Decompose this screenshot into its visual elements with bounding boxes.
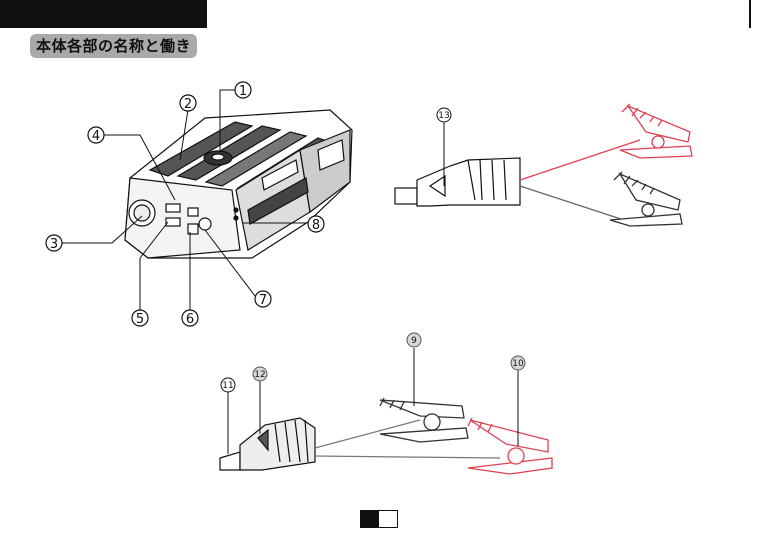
svg-text:2: 2 [184, 97, 192, 112]
cable-assembly-bottom [220, 348, 552, 474]
svg-text:13: 13 [438, 111, 449, 121]
callout-4: 4 [88, 127, 104, 144]
svg-text:6: 6 [186, 312, 194, 327]
page-indicator-dark [361, 511, 379, 527]
callout-9: 9 [407, 333, 421, 347]
page-indicator-light [379, 511, 397, 527]
svg-text:8: 8 [312, 218, 320, 233]
svg-text:9: 9 [411, 336, 417, 346]
red-cable-bottom-lead [315, 456, 500, 458]
svg-text:10: 10 [512, 359, 524, 369]
red-clamp-top [620, 104, 692, 158]
red-cable [520, 140, 640, 180]
svg-text:11: 11 [222, 381, 233, 391]
callout-12: 12 [253, 367, 267, 381]
page-indicator [360, 510, 398, 528]
callout-5: 5 [132, 310, 148, 327]
black-clamp-top [610, 172, 682, 226]
callout-13: 13 [437, 108, 451, 122]
svg-text:7: 7 [259, 293, 267, 308]
svg-text:1: 1 [239, 84, 247, 99]
callout-10: 10 [511, 356, 525, 370]
callout-2: 2 [180, 95, 196, 112]
callout-1: 1 [235, 82, 251, 99]
jump-starter-unit [125, 110, 352, 258]
svg-text:5: 5 [136, 312, 144, 327]
callout-3: 3 [46, 235, 62, 252]
callout-8: 8 [308, 216, 324, 233]
svg-text:12: 12 [254, 370, 265, 380]
callout-7: 7 [255, 291, 271, 308]
cable-assembly-top [395, 104, 692, 226]
callout-6: 6 [182, 310, 198, 327]
black-clamp-bottom [380, 398, 468, 442]
black-cable [520, 186, 630, 222]
callout-11: 11 [221, 378, 235, 392]
red-clamp-bottom [468, 418, 552, 474]
svg-text:4: 4 [92, 129, 100, 144]
svg-text:3: 3 [50, 237, 58, 252]
